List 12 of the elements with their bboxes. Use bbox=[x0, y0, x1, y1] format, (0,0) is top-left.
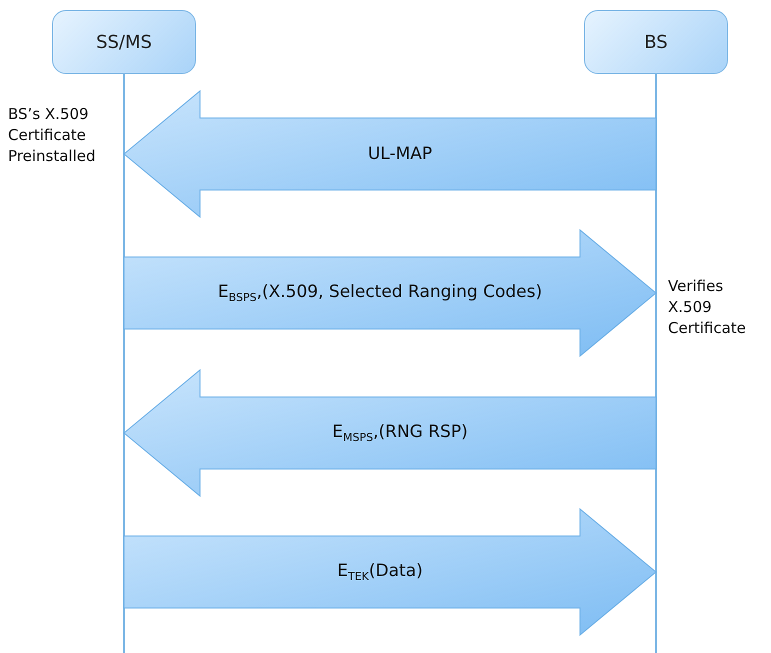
participant-box: SS/MS bbox=[52, 10, 196, 74]
block-arrow bbox=[123, 368, 656, 498]
message-label: UL-MAP bbox=[368, 144, 432, 164]
block-arrow bbox=[124, 228, 657, 358]
note-text: Verifies X.509 Certificate bbox=[668, 276, 747, 339]
message-label: E$_{MSPS}$,(RNG RSP) bbox=[332, 422, 468, 444]
participant-box: BS bbox=[584, 10, 728, 74]
note-text: BS’s X.509 Certificate Preinstalled bbox=[8, 104, 96, 167]
block-arrow bbox=[124, 508, 657, 636]
message-label: E$_{TEK}$(Data) bbox=[337, 560, 423, 584]
block-arrow bbox=[123, 90, 656, 218]
message-label: E$_{BSPS}$,(X.509, Selected Ranging Codes) bbox=[218, 282, 542, 304]
